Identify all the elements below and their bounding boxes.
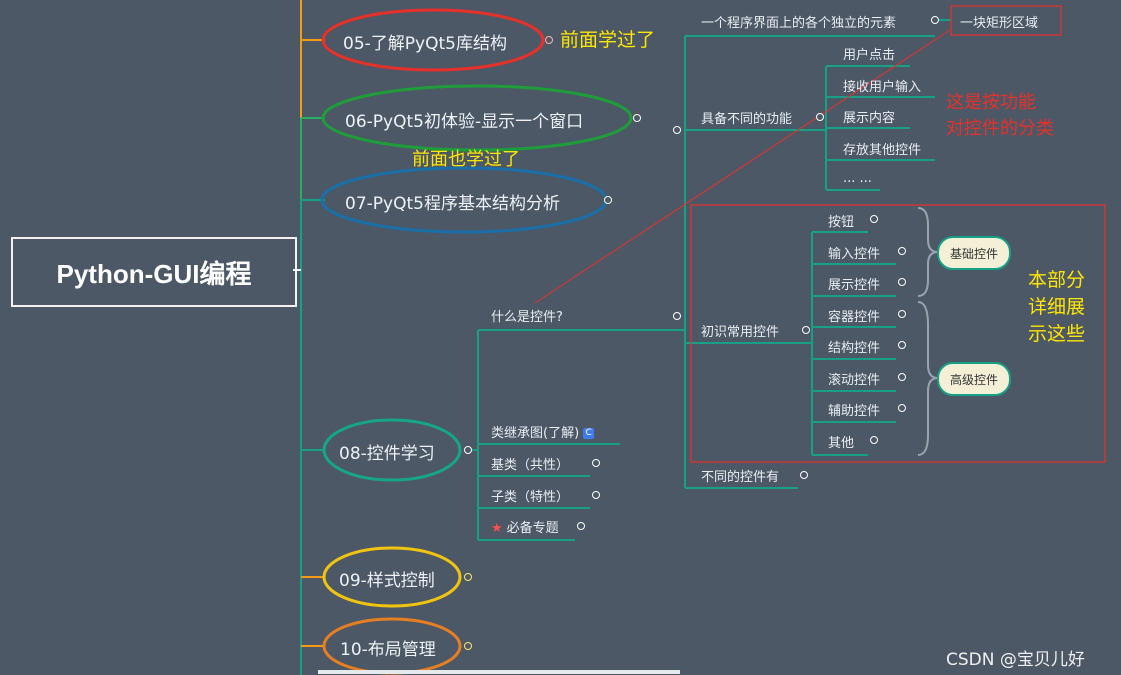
element-desc-label[interactable]: 一个程序界面上的各个独立的元素 [701,16,897,31]
root-node[interactable]: Python-GUI编程 [11,237,297,307]
common-item-3-toggle[interactable] [898,310,906,318]
sub-class-toggle[interactable] [592,491,600,499]
common-item-2-toggle[interactable] [898,278,906,286]
topic-05-label[interactable]: 05-了解PyQt5库结构 [343,34,507,54]
note-learned-before: 前面学过了 [560,29,656,51]
topic-08-toggle[interactable] [464,446,472,454]
functions-toggle[interactable] [816,113,824,121]
topic-08-label[interactable]: 08-控件学习 [339,444,435,464]
annotation-arrow-line [534,29,951,304]
note-detail-line3: 示这些 [1028,323,1086,345]
topic-06-ellipse[interactable] [321,84,633,152]
note-detail-line1: 本部分 [1028,269,1086,291]
topic-08-ellipse[interactable] [322,418,462,482]
topic-07-toggle[interactable] [604,196,612,204]
required-toggle[interactable] [577,522,585,530]
required-label[interactable]: ★必备专题 [491,517,559,536]
common-item-2[interactable]: 展示控件 [828,278,881,293]
common-item-0[interactable]: 按钮 [828,215,855,230]
sub-class-label[interactable]: 子类（特性） [491,490,570,505]
function-item-0[interactable]: 用户点击 [843,48,896,63]
topic-05-ellipse[interactable] [321,8,545,72]
different-widgets-label[interactable]: 不同的控件有 [701,470,780,485]
common-item-7[interactable]: 其他 [828,436,855,451]
what-is-widget-label[interactable]: 什么是控件? [491,310,563,325]
topic-07-label[interactable]: 07-PyQt5程序基本结构分析 [345,194,560,214]
wiw-branch-dot-top [673,126,681,134]
function-item-3[interactable]: 存放其他控件 [843,143,922,158]
topic-06-label[interactable]: 06-PyQt5初体验-显示一个窗口 [345,112,584,132]
topic-09-ellipse[interactable] [322,546,462,608]
advanced-brace [917,301,939,456]
inherit-text: 类继承图(了解) [491,426,580,441]
common-item-5-toggle[interactable] [898,373,906,381]
note-detail-line2: 详细展 [1028,296,1086,318]
topic-10-toggle[interactable] [464,642,472,650]
element-desc-toggle[interactable] [931,16,939,24]
function-item-2[interactable]: 展示内容 [843,111,896,126]
inherit-c-icon[interactable]: C [583,428,595,439]
topic-09-toggle[interactable] [464,573,472,581]
basic-widgets-pill[interactable]: 基础控件 [937,236,1011,270]
common-item-0-toggle[interactable] [870,215,878,223]
note-classified-line2: 对控件的分类 [946,118,1054,139]
base-class-label[interactable]: 基类（共性） [491,458,570,473]
common-item-1-toggle[interactable] [898,247,906,255]
common-item-6-toggle[interactable] [898,404,906,412]
common-item-5[interactable]: 滚动控件 [828,373,881,388]
topic-05-toggle[interactable] [545,36,553,44]
topic-09-label[interactable]: 09-样式控制 [339,571,435,591]
function-item-1[interactable]: 接收用户输入 [843,80,922,95]
common-widgets-toggle[interactable] [802,326,810,334]
base-class-toggle[interactable] [592,459,600,467]
rect-region-box [950,5,1062,36]
watermark: CSDN @宝贝儿好 [946,650,1085,670]
common-item-6[interactable]: 辅助控件 [828,404,881,419]
rect-region-label[interactable]: 一块矩形区域 [960,16,1039,31]
different-widgets-toggle[interactable] [800,471,808,479]
advanced-widgets-pill[interactable]: 高级控件 [937,362,1011,396]
common-widgets-highlight-box [690,204,1106,463]
basic-brace [917,207,939,297]
topic-10-label[interactable]: 10-布局管理 [340,640,436,660]
common-item-3[interactable]: 容器控件 [828,310,881,325]
function-item-4[interactable]: ... ... [843,171,872,186]
common-item-7-toggle[interactable] [870,436,878,444]
common-item-4[interactable]: 结构控件 [828,341,881,356]
what-is-widget-toggle[interactable] [673,312,681,320]
functions-label[interactable]: 具备不同的功能 [701,112,793,127]
star-icon: ★ [491,521,503,536]
inherit-label[interactable]: 类继承图(了解)C [491,422,595,441]
common-widgets-label[interactable]: 初识常用控件 [701,325,780,340]
topic-06-toggle[interactable] [633,114,641,122]
required-text: 必备专题 [506,521,559,536]
common-item-1[interactable]: 输入控件 [828,247,881,262]
note-classified-line1: 这是按功能 [946,92,1036,113]
note-also-learned-before: 前面也学过了 [412,149,520,170]
common-item-4-toggle[interactable] [898,341,906,349]
